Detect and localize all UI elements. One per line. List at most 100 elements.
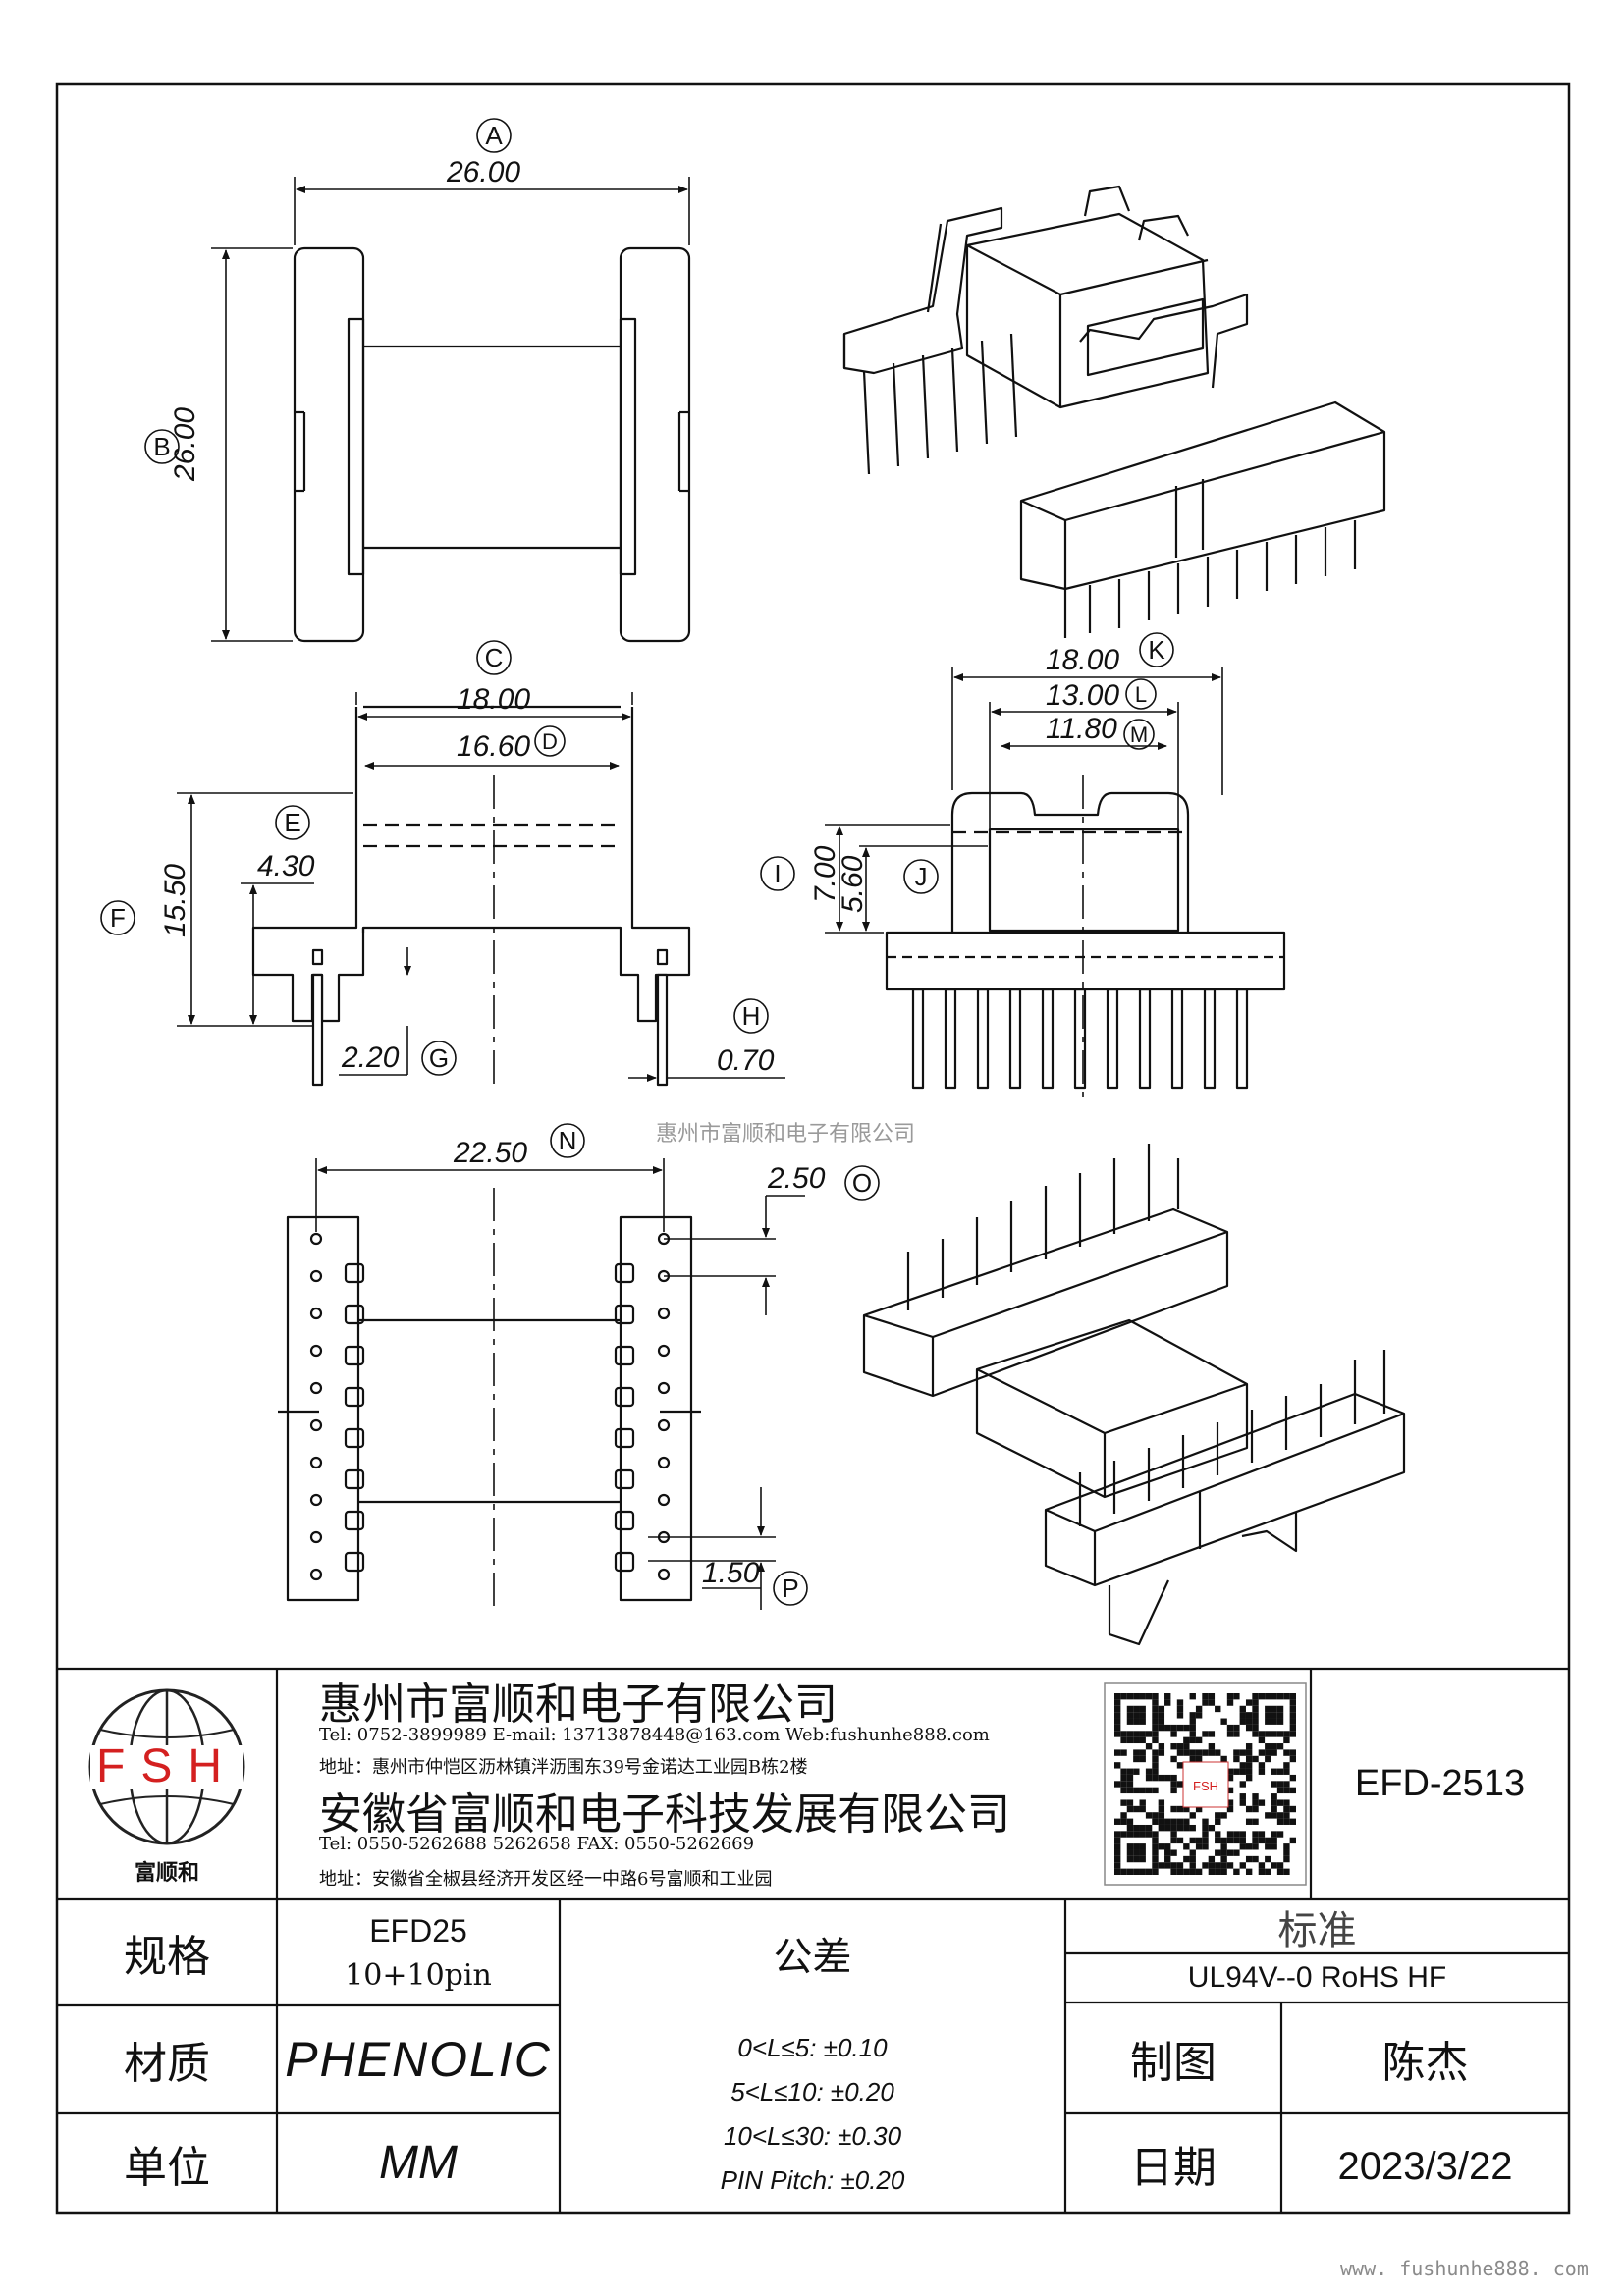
dim-p-value: 1.50 — [702, 1557, 760, 1589]
qr-module — [1189, 1693, 1196, 1700]
qr-module — [1271, 1793, 1277, 1800]
qr-module — [1208, 1699, 1216, 1706]
qr-module — [1258, 1749, 1266, 1756]
qr-module — [1170, 1787, 1177, 1794]
qr-module — [1245, 1749, 1253, 1756]
bottom-view-standoffs — [344, 1262, 635, 1573]
qr-module — [1271, 1837, 1277, 1844]
qr-module — [1183, 1749, 1190, 1756]
qr-module — [1133, 1849, 1140, 1856]
dimension-letters: A B C D E F G H K L M I J N O P — [100, 118, 1174, 1606]
dim-a-value: 26.00 — [446, 156, 520, 188]
qr-module — [1176, 1712, 1184, 1719]
dim-k-letter: K — [1148, 635, 1165, 665]
qr-module — [1265, 1868, 1271, 1875]
qr-module — [1226, 1693, 1234, 1700]
qr-module — [1120, 1818, 1127, 1825]
qr-module — [1202, 1843, 1209, 1850]
qr-module — [1114, 1749, 1121, 1756]
qr-module — [1289, 1693, 1296, 1700]
isometric-view-top — [842, 185, 1386, 638]
qr-module — [1114, 1843, 1121, 1850]
qr-module — [1226, 1849, 1234, 1856]
qr-module — [1226, 1787, 1234, 1794]
qr-module — [1276, 1781, 1284, 1788]
qr-module — [1176, 1699, 1184, 1706]
qr-module — [1114, 1762, 1121, 1769]
qr-module — [1170, 1781, 1177, 1788]
qr-module — [1195, 1755, 1203, 1763]
qr-module — [1258, 1837, 1266, 1844]
qr-module — [1183, 1824, 1190, 1832]
qr-module — [1289, 1712, 1296, 1719]
qr-module — [1114, 1699, 1121, 1706]
qr-module — [1276, 1799, 1284, 1806]
qr-module — [1170, 1868, 1177, 1875]
qr-module — [1226, 1699, 1234, 1706]
qr-module — [1289, 1755, 1296, 1763]
qr-module — [1152, 1843, 1159, 1850]
qr-module — [1208, 1855, 1216, 1863]
qr-module — [1126, 1849, 1134, 1856]
qr-module — [1215, 1868, 1221, 1875]
qr-module — [1265, 1693, 1271, 1700]
dimension-values: 26.00 26.00 18.00 16.60 4.30 15.50 2.20 … — [159, 156, 1119, 1589]
qr-module — [1139, 1824, 1146, 1832]
company1-contact: Tel: 0752-3899989 E-mail: 13713878448@16… — [319, 1725, 990, 1745]
qr-module — [1189, 1855, 1196, 1863]
qr-module — [1158, 1718, 1165, 1725]
qr-module — [1120, 1749, 1127, 1756]
qr-module — [1189, 1736, 1196, 1744]
dim-c-letter: C — [485, 643, 504, 672]
date-label: 日期 — [1130, 2142, 1217, 2193]
qr-module — [1120, 1868, 1127, 1875]
qr-module — [1164, 1693, 1171, 1700]
drawn-value: 陈杰 — [1381, 2037, 1469, 2088]
qr-module — [1158, 1749, 1165, 1756]
qr-module — [1133, 1755, 1140, 1763]
qr-module — [1114, 1781, 1121, 1788]
dim-f-letter: F — [110, 903, 126, 933]
qr-module — [1170, 1774, 1177, 1782]
qr-module — [1120, 1774, 1127, 1782]
qr-module — [1208, 1749, 1216, 1756]
qr-module — [1139, 1799, 1146, 1806]
qr-module — [1152, 1774, 1159, 1782]
qr-module — [1189, 1718, 1196, 1725]
dim-o-letter: O — [852, 1168, 872, 1198]
qr-module — [1289, 1724, 1296, 1732]
qr-module — [1133, 1805, 1140, 1813]
qr-module — [1226, 1731, 1234, 1737]
qr-module — [1239, 1843, 1246, 1850]
qr-module — [1252, 1837, 1259, 1844]
dim-e-letter: E — [284, 808, 300, 837]
qr-module — [1152, 1849, 1159, 1856]
qr-module — [1145, 1787, 1153, 1794]
qr-module — [1152, 1749, 1159, 1756]
qr-module — [1114, 1862, 1121, 1869]
qr-module — [1258, 1731, 1266, 1737]
qr-module — [1114, 1724, 1121, 1732]
qr-module — [1139, 1736, 1146, 1744]
qr-module — [1114, 1712, 1121, 1719]
qr-module — [1139, 1805, 1146, 1813]
qr-module — [1220, 1755, 1227, 1763]
drawing-frame — [55, 82, 1571, 2215]
qr-module — [1126, 1736, 1134, 1744]
qr-module — [1265, 1812, 1271, 1819]
qr-module — [1176, 1705, 1184, 1713]
qr-module — [1276, 1787, 1284, 1794]
qr-module — [1271, 1831, 1277, 1838]
qr-module — [1152, 1831, 1159, 1838]
dimension-lines — [177, 177, 1223, 1610]
qr-module — [1170, 1837, 1177, 1844]
qr-module — [1220, 1837, 1227, 1844]
qr-module — [1252, 1793, 1259, 1800]
qr-module — [1252, 1724, 1259, 1732]
qr-module — [1183, 1805, 1190, 1813]
qr-module — [1133, 1693, 1140, 1700]
qr-module — [1170, 1862, 1177, 1869]
dim-d-letter: D — [542, 729, 558, 754]
qr-module — [1245, 1699, 1253, 1706]
qr-module — [1126, 1718, 1134, 1725]
